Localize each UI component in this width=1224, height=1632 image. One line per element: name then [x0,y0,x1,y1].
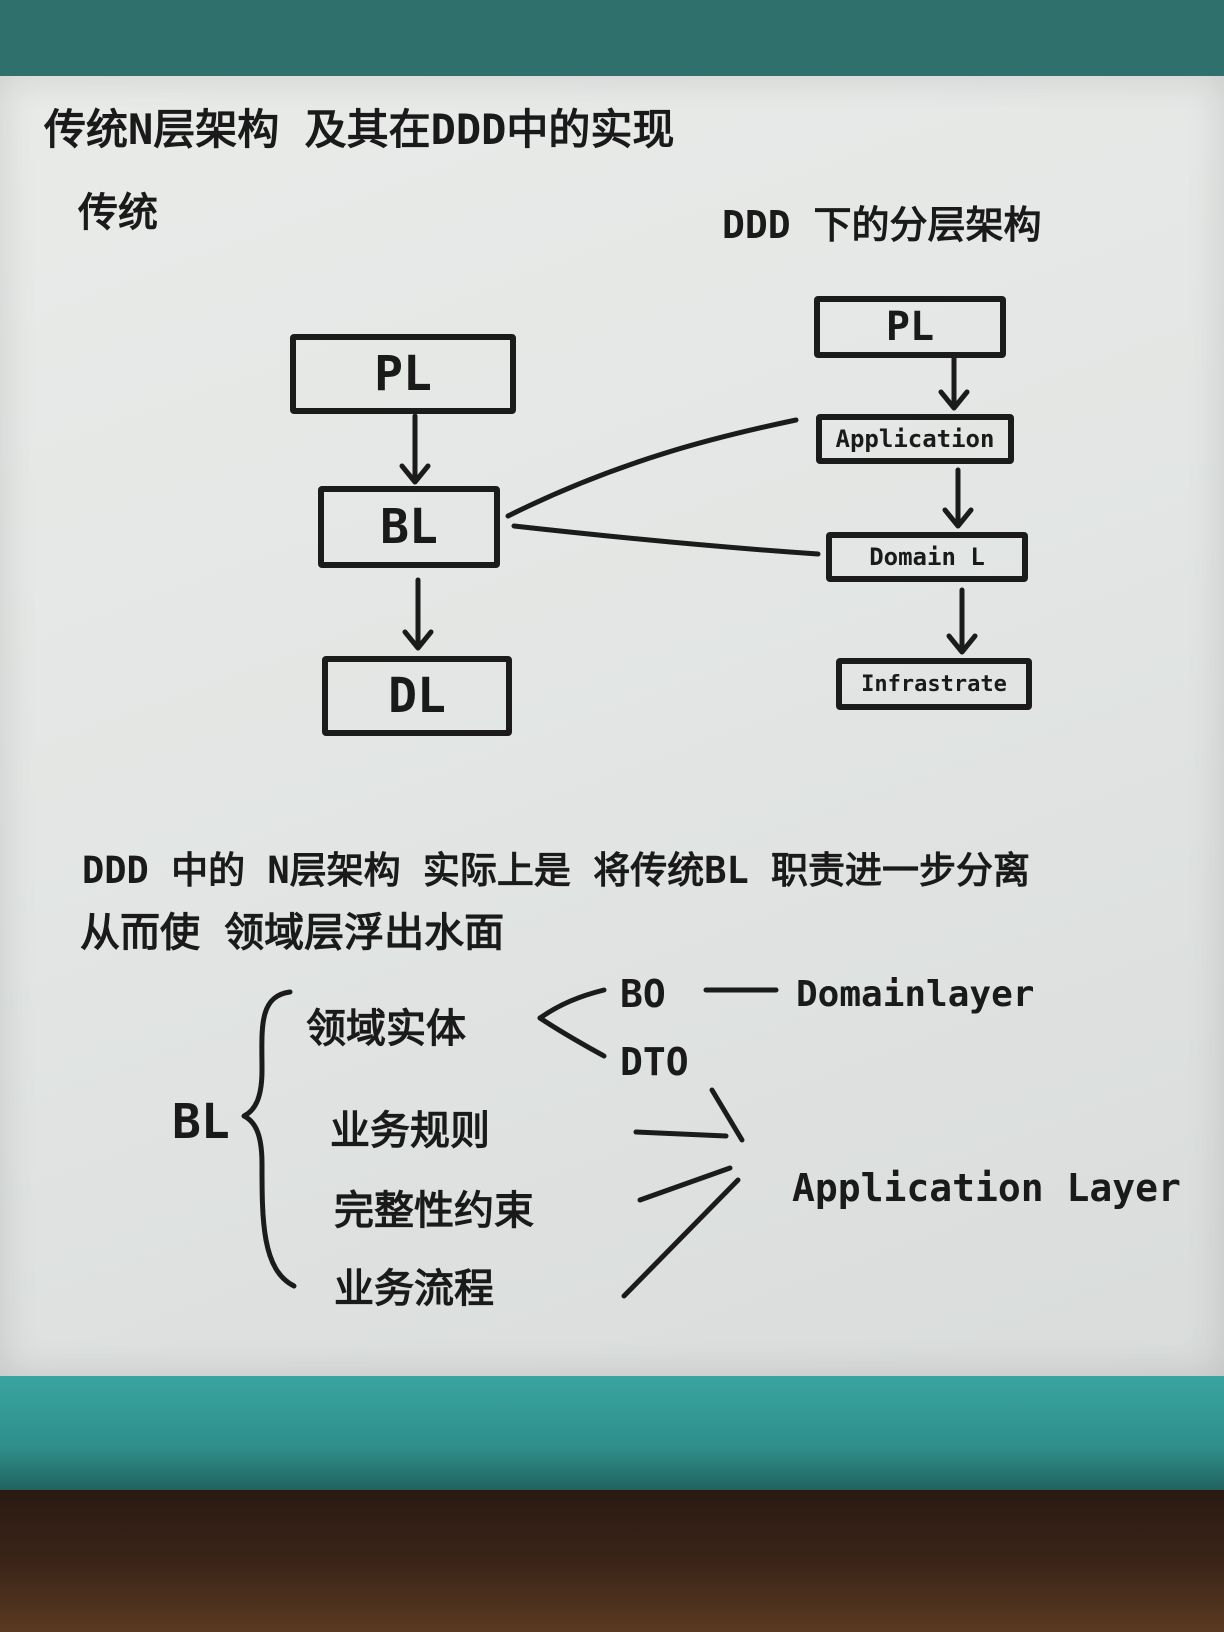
whiteboard-frame-bottom [0,1368,1224,1498]
bo-label: BO [620,972,666,1016]
arrow-pl-to-bl [399,413,431,485]
ddd-infrastructure-box: Infrastrate [836,658,1032,710]
arrow-bl-to-dl [402,577,434,651]
arrow-ddd-application-to-domain [942,467,974,529]
bl-brace [241,989,297,1289]
floor [0,1490,1224,1632]
right-heading: DDD 下的分层架构 [722,203,1042,247]
mapping-line-bl-to-domain [511,523,821,557]
arrow-ddd-pl-to-application [938,355,970,411]
mapping-line-bl-to-application [505,417,799,519]
ddd-pl-box: PL [814,296,1006,358]
traditional-bl-box: BL [318,486,500,568]
ddd-domain-box: Domain L [826,532,1028,582]
note-line-2: 从而使 领域层浮出水面 [80,910,505,956]
bl-item-domain-entity: 领域实体 [306,1006,466,1052]
line-integrity-to-application [637,1165,733,1203]
bl-item-business-process: 业务流程 [334,1266,494,1312]
bl-item-integrity-constraints: 完整性约束 [334,1188,534,1234]
fork-to-dto [537,1015,607,1059]
traditional-dl-box: DL [322,656,512,736]
whiteboard [0,76,1224,1376]
fork-to-bo [537,987,607,1021]
traditional-pl-box: PL [290,334,516,414]
note-line-1: DDD 中的 N层架构 实际上是 将传统BL 职责进一步分离 [82,849,1031,892]
domain-layer-label: Domainlayer [796,974,1035,1015]
arrow-ddd-domain-to-infrastructure [946,587,978,655]
ddd-application-box: Application [816,414,1014,464]
application-layer-label: Application Layer [792,1166,1181,1210]
line-dto-to-application [709,1087,745,1143]
line-process-to-application [621,1177,741,1299]
diagram-title: 传统N层架构 及其在DDD中的实现 [44,105,675,154]
left-heading: 传统 [78,190,158,236]
bl-item-business-rules: 业务规则 [330,1108,490,1154]
line-rules-to-application [633,1129,729,1139]
dto-label: DTO [620,1040,689,1084]
bl-label: BL [172,1094,230,1150]
